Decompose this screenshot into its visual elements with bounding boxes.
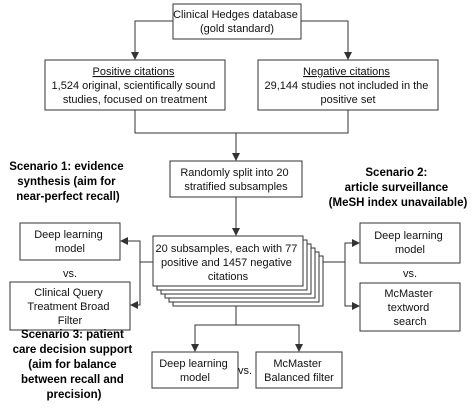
hedges-box: Clinical Hedges database (gold standard)	[172, 3, 302, 40]
s1-query-line-1: Clinical Query	[34, 287, 103, 299]
connectors	[120, 20, 360, 352]
arrow-subsamples-to-s2-mcmaster	[344, 262, 360, 310]
positive-line-1: 1,524 original, scientifically sound	[52, 80, 216, 92]
s3-deep-line-1: Deep learning	[159, 358, 228, 370]
arrow-subsamples-to-s3-deep	[191, 324, 236, 352]
s2-deep-line-2: model	[395, 244, 425, 256]
subsamples-line-2: positive and 1457 negative	[161, 257, 292, 269]
arrow-hedges-to-positive	[131, 20, 173, 60]
svg-text:Positive citations 1,524: Positive citations 1,524 original, scien…	[52, 66, 219, 106]
subsamples-line-3: citations	[208, 271, 249, 283]
svg-text:Randomly split into 20 s: Randomly split into 20 stratified subsam…	[180, 167, 291, 193]
s3-deep-learning-box: Deep learning model	[151, 351, 239, 389]
svg-text:Clinical Hedges database: Clinical Hedges database (gold standard)	[173, 9, 301, 35]
hedges-line-1: Clinical Hedges database	[173, 9, 298, 21]
s3-mcmaster-line-1: McMaster	[273, 358, 322, 370]
svg-text:Deep learning model: Deep learning model	[34, 229, 106, 255]
svg-text:McMaster Balanced filter: McMaster Balanced filter	[264, 358, 334, 384]
negative-citations-box: Negative citations 29,144 studies not in…	[257, 59, 439, 111]
s3-mcmaster-line-2: Balanced filter	[264, 372, 334, 384]
split-line-1: Randomly split into 20	[180, 167, 288, 179]
svg-text:Negative citations 29,14: Negative citations 29,144 studies not in…	[265, 66, 432, 106]
s1-query-line-3: Filter	[58, 315, 83, 327]
s1-query-line-2: Treatment Broad	[27, 301, 109, 313]
scenario-3-label: Scenario 3: patient care decision suppor…	[13, 329, 136, 401]
positive-citations-box: Positive citations 1,524 original, scien…	[44, 59, 226, 111]
positive-title: Positive citations	[93, 66, 175, 78]
negative-title: Negative citations	[303, 66, 390, 78]
subsamples-line-1: 20 subsamples, each with 77	[156, 243, 298, 255]
line-subsamples-to-s1	[120, 237, 153, 263]
s3-mcmaster-box: McMaster Balanced filter	[255, 351, 343, 389]
s2-vs-label: vs.	[403, 268, 417, 280]
line-subsamples-to-s2	[323, 239, 360, 263]
subsamples-stack: 20 subsamples, each with 77 positive and…	[152, 235, 324, 307]
s2-mcmaster-line-3: search	[393, 316, 426, 328]
s2-deep-learning-box: Deep learning model	[359, 222, 461, 264]
s2-mcmaster-line-1: McMaster	[384, 288, 433, 300]
s1-deep-learning-box: Deep learning model	[19, 222, 121, 261]
s2-mcmaster-line-2: textword	[388, 302, 430, 314]
s1-deep-line-2: model	[55, 243, 85, 255]
svg-text:Deep learning model: Deep learning model	[374, 230, 446, 256]
s3-vs-label: vs.	[238, 365, 252, 377]
split-box: Randomly split into 20 stratified subsam…	[169, 160, 303, 198]
s1-deep-line-1: Deep learning	[34, 229, 103, 241]
svg-text:20 subsamples, each with 77: 20 subsamples, each with 77 positive and…	[156, 243, 301, 283]
line-positive-down	[134, 110, 349, 134]
scenario-2-label: Scenario 2: article surveillance (MeSH i…	[329, 167, 468, 209]
negative-line-2: positive set	[320, 94, 375, 106]
split-line-2: stratified subsamples	[184, 181, 288, 193]
s2-mcmaster-box: McMaster textword search	[359, 282, 461, 332]
s2-deep-line-1: Deep learning	[374, 230, 443, 242]
arrow-subsamples-to-s3-mcmaster	[236, 324, 303, 352]
s3-deep-line-2: model	[180, 372, 210, 384]
negative-line-1: 29,144 studies not included in the	[265, 80, 429, 92]
s1-clinical-query-box: Clinical Query Treatment Broad Filter	[9, 281, 131, 331]
arrow-subsamples-to-s1-query	[130, 262, 141, 309]
scenario-1-label: Scenario 1: evidence synthesis (aim for …	[9, 161, 127, 203]
positive-line-2: studies, focused on treatment	[63, 94, 207, 106]
arrow-hedges-to-negative	[301, 20, 352, 60]
svg-text:Deep learning model: Deep learning model	[159, 358, 231, 384]
hedges-line-2: (gold standard)	[200, 23, 274, 35]
svg-text:Clinical Query Treatment: Clinical Query Treatment Broad Filter	[27, 287, 112, 327]
svg-text:McMaster textword: McMaster textword search	[384, 288, 435, 328]
s1-vs-label: vs.	[63, 268, 77, 280]
